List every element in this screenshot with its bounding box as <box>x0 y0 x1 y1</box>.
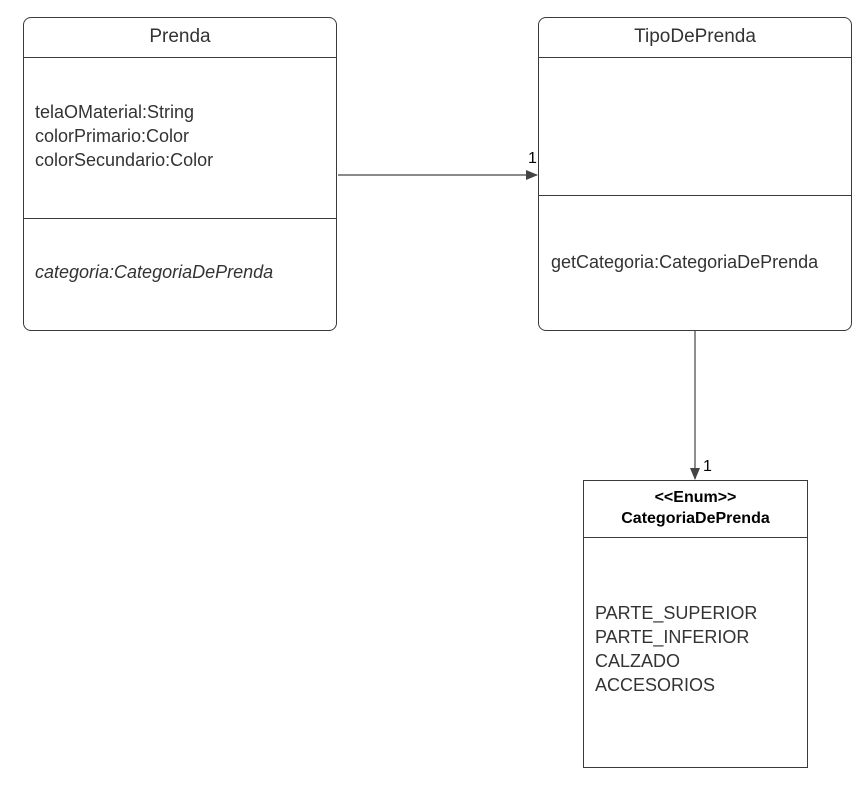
attribute-tela-o-material: telaOMaterial:String <box>35 102 195 122</box>
abstract-member-categoria: categoria:CategoriaDePrenda <box>35 262 274 282</box>
enum-value-parte-superior: PARTE_SUPERIOR <box>595 603 758 623</box>
enum-categoriadeprenda-header: <<Enum>> CategoriaDePrenda <box>584 481 807 538</box>
class-prenda-methods: categoria:CategoriaDePrenda <box>24 260 336 284</box>
class-tipodeprenda-attributes <box>539 58 851 195</box>
method-get-categoria: getCategoria:CategoriaDePrenda <box>551 252 819 272</box>
multiplicity-categoriadeprenda: 1 <box>703 458 712 475</box>
class-tipodeprenda-methods: getCategoria:CategoriaDePrenda <box>539 250 851 274</box>
class-tipodeprenda-name: TipoDePrenda <box>634 26 756 47</box>
method-list: categoria:CategoriaDePrenda <box>35 260 336 284</box>
attribute-list: telaOMaterial:String colorPrimario:Color… <box>35 100 336 172</box>
enum-header-divider <box>584 537 807 538</box>
enum-value-accesorios: ACCESORIOS <box>595 675 716 695</box>
class-prenda-members-divider <box>24 218 336 219</box>
method-list: getCategoria:CategoriaDePrenda <box>551 250 851 274</box>
class-prenda-attributes: telaOMaterial:String colorPrimario:Color… <box>24 100 336 172</box>
enum-values: PARTE_SUPERIOR PARTE_INFERIOR CALZADO AC… <box>584 601 807 697</box>
class-prenda-header: Prenda <box>24 18 336 58</box>
enum-name: CategoriaDePrenda <box>621 510 770 527</box>
enum-categoriadeprenda[interactable]: <<Enum>> CategoriaDePrenda PARTE_SUPERIO… <box>583 480 808 768</box>
class-tipodeprenda[interactable]: TipoDePrenda getCategoria:CategoriaDePre… <box>538 17 852 331</box>
enum-stereotype: <<Enum>> <box>654 489 737 506</box>
class-tipodeprenda-header: TipoDePrenda <box>539 18 851 58</box>
class-prenda-header-divider <box>24 57 336 58</box>
class-prenda[interactable]: Prenda telaOMaterial:String colorPrimari… <box>23 17 337 331</box>
attribute-color-secundario: colorSecundario:Color <box>35 150 214 170</box>
multiplicity-tipodeprenda: 1 <box>528 150 537 167</box>
enum-value-parte-inferior: PARTE_INFERIOR <box>595 627 750 647</box>
class-tipodeprenda-members-divider <box>539 195 851 196</box>
enum-value-list: PARTE_SUPERIOR PARTE_INFERIOR CALZADO AC… <box>595 601 807 697</box>
enum-value-calzado: CALZADO <box>595 651 681 671</box>
class-tipodeprenda-header-divider <box>539 57 851 58</box>
class-prenda-name: Prenda <box>149 26 211 47</box>
attribute-color-primario: colorPrimario:Color <box>35 126 190 146</box>
